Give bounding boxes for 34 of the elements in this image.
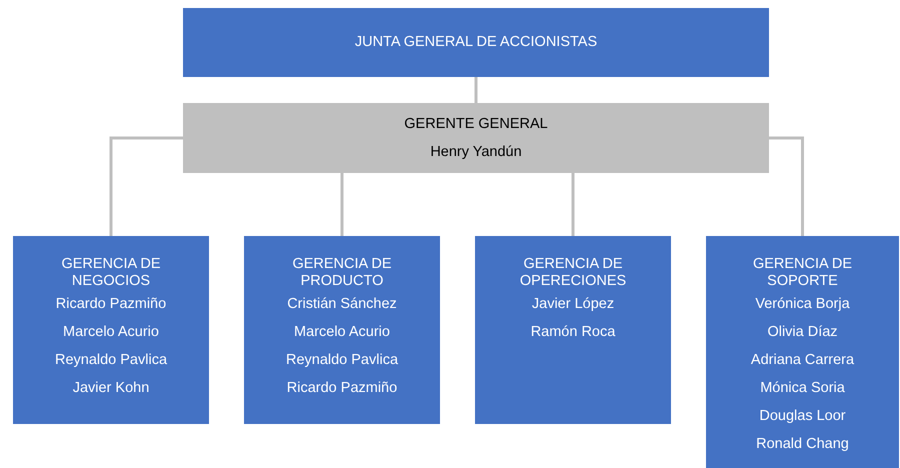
department-box [706, 236, 899, 468]
department-box [244, 236, 440, 424]
manager-box [183, 103, 769, 173]
board-box [183, 8, 769, 77]
name-text: Reynaldo Pavlica [286, 352, 398, 369]
name-text: Javier Kohn [72, 380, 150, 397]
name-text: Ricardo Pazmiño [56, 296, 166, 313]
name-text: Ramón Roca [530, 324, 616, 341]
name-text: Adriana Carrera [750, 352, 854, 369]
name-text: Henry Yandún [430, 144, 522, 160]
heading-text: GERENCIA DE NEGOCIOS [60, 256, 162, 290]
connector-line [572, 173, 574, 236]
heading-text: JUNTA GENERAL DE ACCIONISTAS [354, 34, 598, 51]
heading-text: GERENTE GENERAL [404, 116, 548, 132]
department-box [475, 236, 671, 424]
name-text: Douglas Loor [759, 408, 846, 425]
name-text: Ricardo Pazmiño [286, 380, 398, 397]
connector-line [340, 173, 344, 236]
name-text: Marcelo Acurio [63, 324, 159, 341]
name-text: Mónica Soria [760, 380, 845, 397]
name-text: Verónica Borja [755, 296, 850, 313]
name-text: Reynaldo Pavlica [54, 352, 168, 369]
department-box [13, 236, 209, 424]
connector-line [769, 136, 804, 236]
connector-line [474, 77, 478, 103]
heading-text: GERENCIA DE PRODUCTO [291, 256, 393, 290]
heading-text: GERENCIA DE OPERECIONES [518, 256, 628, 290]
name-text: Olivia Díaz [767, 324, 838, 341]
name-text: Marcelo Acurio [294, 324, 390, 341]
connector-line [110, 136, 183, 236]
name-text: Javier López [532, 296, 614, 313]
name-text: Cristián Sánchez [287, 296, 397, 313]
name-text: Ronald Chang [756, 436, 849, 453]
heading-text: GERENCIA DE SOPORTE [752, 256, 854, 290]
